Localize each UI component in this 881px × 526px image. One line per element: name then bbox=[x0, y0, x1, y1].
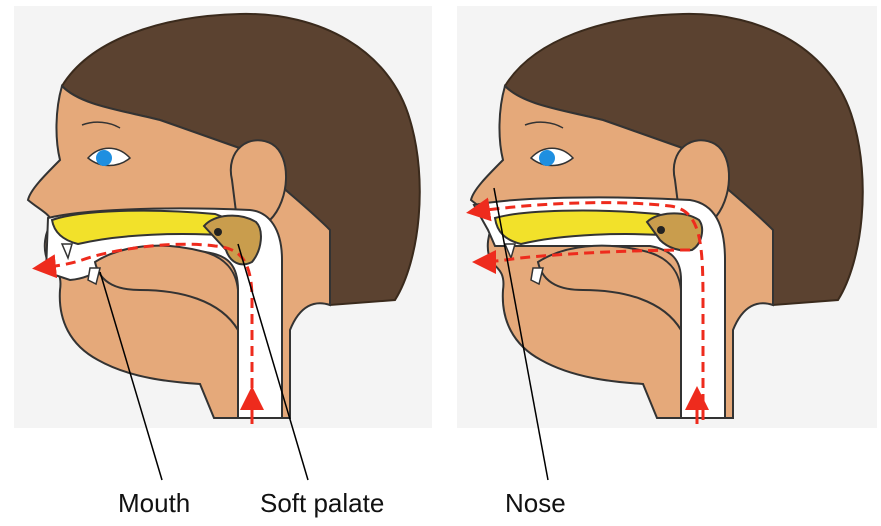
label-soft-palate: Soft palate bbox=[260, 488, 384, 519]
label-mouth: Mouth bbox=[118, 488, 190, 519]
label-nose: Nose bbox=[505, 488, 566, 519]
head-right bbox=[471, 14, 863, 424]
head-left bbox=[28, 14, 420, 424]
